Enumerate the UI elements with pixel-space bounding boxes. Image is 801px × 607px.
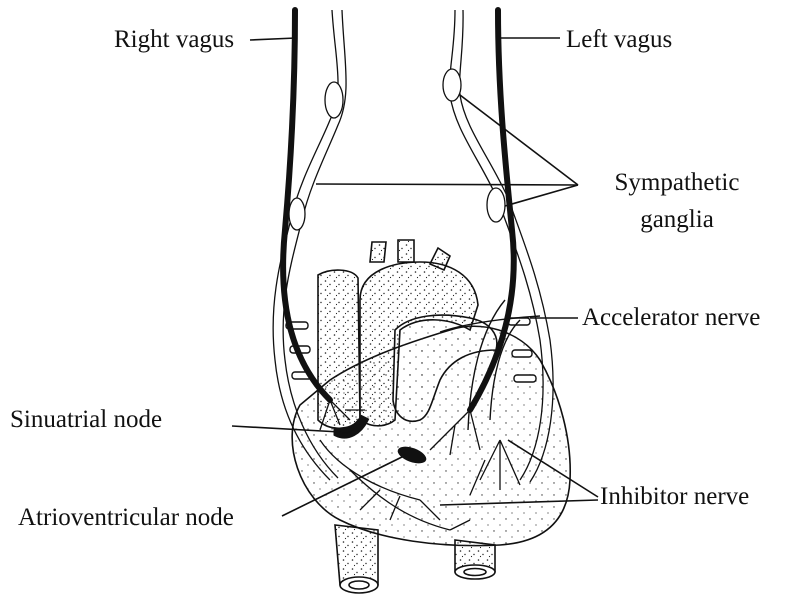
label-left-vagus: Left vagus — [566, 27, 672, 52]
label-ganglia: ganglia — [590, 207, 764, 232]
label-accelerator-nerve: Accelerator nerve — [582, 305, 760, 330]
label-atrioventricular-node: Atrioventricular node — [18, 505, 234, 530]
label-sinuatrial-node: Sinuatrial node — [10, 407, 162, 432]
label-sympathetic: Sympathetic — [590, 170, 764, 195]
label-inhibitor-nerve: Inhibitor nerve — [600, 484, 749, 509]
superior-vena-cava — [318, 270, 360, 428]
label-right-vagus: Right vagus — [114, 27, 234, 52]
ganglion-swellings — [289, 69, 505, 230]
